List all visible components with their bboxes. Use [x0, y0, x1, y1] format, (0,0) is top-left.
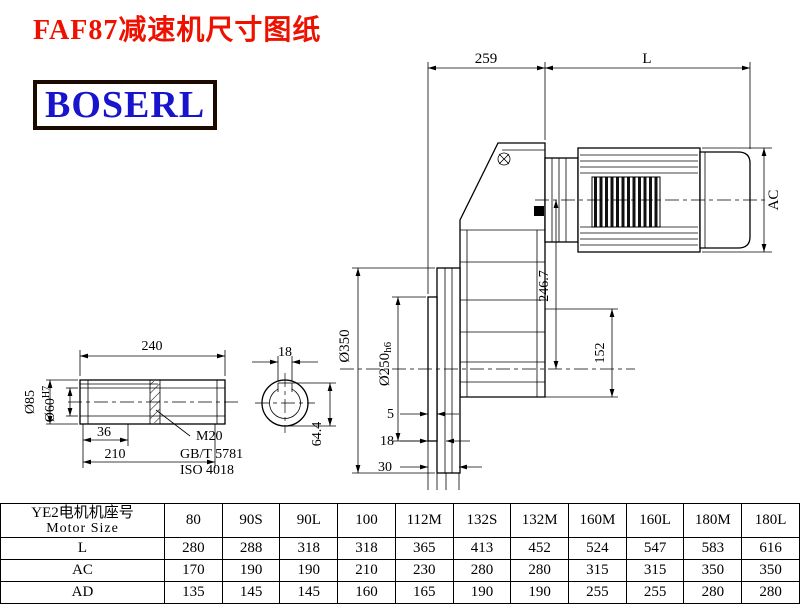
- cell-AC-1: 170: [164, 559, 223, 582]
- dim-spigot-value: Ø250: [377, 353, 393, 386]
- row-label-L: L: [0, 537, 165, 560]
- cell-L-8: 524: [568, 537, 627, 560]
- cell-L-7: 452: [510, 537, 570, 560]
- cell-AC-4: 210: [337, 559, 396, 582]
- dim-18-flange-label: 18: [380, 434, 394, 449]
- cell-L-2: 288: [221, 537, 281, 560]
- standard-gb-label: GB/T 5781: [180, 447, 243, 462]
- dim-L-label: L: [642, 51, 651, 67]
- col-header-3: 90L: [279, 503, 339, 538]
- table-header-row: YE2电机机座号 Motor Size 80 90S 90L 100 112M …: [0, 503, 800, 538]
- eyebolt-icon: [497, 152, 511, 166]
- col-header-10: 180M: [683, 503, 743, 538]
- shaft-cross-section: 18 64.4: [252, 345, 336, 446]
- cell-AD-11: 280: [741, 581, 800, 604]
- table-row-AC: AC 170 190 190 210 230 280 280 315 315 3…: [0, 559, 800, 582]
- dim-246-7-label: 246.7: [537, 270, 552, 302]
- motor-stator: [591, 176, 661, 228]
- row-label-AC: AC: [0, 559, 165, 582]
- dim-keyway-width-label: 18: [278, 345, 292, 360]
- cell-AD-6: 190: [452, 581, 512, 604]
- cell-L-10: 583: [683, 537, 743, 560]
- dim-36-label: 36: [97, 425, 111, 440]
- technical-drawing: 259 L AC 246.7 152 Ø350: [23, 51, 782, 490]
- cell-AD-4: 160: [337, 581, 396, 604]
- output-flange: [436, 267, 461, 474]
- cell-AC-5: 230: [394, 559, 454, 582]
- cell-L-4: 318: [337, 537, 396, 560]
- dim-152-label: 152: [593, 343, 608, 364]
- cell-AD-9: 255: [625, 581, 685, 604]
- dim-30-label: 30: [378, 460, 392, 475]
- col-header-2: 90S: [221, 503, 281, 538]
- dim-keyway-depth-label: 64.4: [310, 422, 325, 447]
- col-header-11: 180L: [741, 503, 800, 538]
- cell-L-11: 616: [741, 537, 800, 560]
- motor-size-header-cn: YE2电机机座号: [31, 504, 134, 521]
- logo-text: BOSERL: [45, 84, 206, 126]
- motor-size-header-en: Motor Size: [46, 521, 119, 537]
- dim-AC-label: AC: [766, 190, 782, 211]
- page-title: FAF87减速机尺寸图纸: [33, 15, 322, 46]
- cell-AD-1: 135: [164, 581, 223, 604]
- dim-5-label: 5: [387, 407, 394, 422]
- cell-L-9: 547: [625, 537, 685, 560]
- cell-AD-2: 145: [221, 581, 281, 604]
- col-header-9: 160L: [625, 503, 685, 538]
- cell-AC-2: 190: [221, 559, 281, 582]
- cell-AC-9: 315: [625, 559, 685, 582]
- col-header-1: 80: [164, 503, 223, 538]
- row-label-AD: AD: [0, 581, 165, 604]
- cell-AD-5: 165: [394, 581, 454, 604]
- table-row-AD: AD 135 145 145 160 165 190 190 255 255 2…: [0, 581, 800, 604]
- cell-AC-11: 350: [741, 559, 800, 582]
- hollow-shaft-detail: 240 Ø85 Ø60H7 36 210 M2: [23, 339, 243, 478]
- dim-bore-label: Ø60H7: [41, 386, 58, 422]
- col-header-5: 112M: [394, 503, 454, 538]
- cell-L-6: 413: [452, 537, 512, 560]
- col-header-8: 160M: [568, 503, 627, 538]
- cell-AC-10: 350: [683, 559, 743, 582]
- dim-259-label: 259: [475, 51, 498, 67]
- cell-L-3: 318: [279, 537, 339, 560]
- table-row-L: L 280 288 318 318 365 413 452 524 547 58…: [0, 537, 800, 560]
- thread-label: M20: [196, 429, 222, 444]
- cell-AC-8: 315: [568, 559, 627, 582]
- col-header-7: 132M: [510, 503, 570, 538]
- motor-size-header: YE2电机机座号 Motor Size: [0, 503, 165, 538]
- cell-AC-7: 280: [510, 559, 570, 582]
- dim-210-label: 210: [105, 447, 126, 462]
- col-header-6: 132S: [452, 503, 512, 538]
- main-view: [340, 142, 768, 490]
- oil-plug-icon: [534, 206, 544, 216]
- standard-iso-label: ISO 4018: [180, 463, 234, 478]
- cell-AC-6: 280: [452, 559, 512, 582]
- col-header-4: 100: [337, 503, 396, 538]
- cell-L-1: 280: [164, 537, 223, 560]
- dim-240-label: 240: [142, 339, 163, 354]
- gear-housing: [459, 142, 546, 398]
- dim-bore-value: Ø60: [43, 398, 58, 422]
- cell-AD-7: 190: [510, 581, 570, 604]
- dim-bore-tolerance: H7: [41, 386, 52, 398]
- dim-spigot-label: Ø250h6: [377, 341, 394, 386]
- dim-flange-od-label: Ø350: [337, 329, 353, 362]
- dim-spigot-tolerance: h6: [382, 341, 394, 353]
- cell-AC-3: 190: [279, 559, 339, 582]
- cell-AD-8: 255: [568, 581, 627, 604]
- logo: BOSERL: [33, 80, 217, 130]
- main-view-dimensions: 259 L AC 246.7 152 Ø350: [337, 51, 782, 475]
- cell-AD-10: 280: [683, 581, 743, 604]
- dim-hub-od-label: Ø85: [23, 390, 38, 414]
- motor-size-table: YE2电机机座号 Motor Size 80 90S 90L 100 112M …: [0, 503, 800, 604]
- cell-AD-3: 145: [279, 581, 339, 604]
- cell-L-5: 365: [394, 537, 454, 560]
